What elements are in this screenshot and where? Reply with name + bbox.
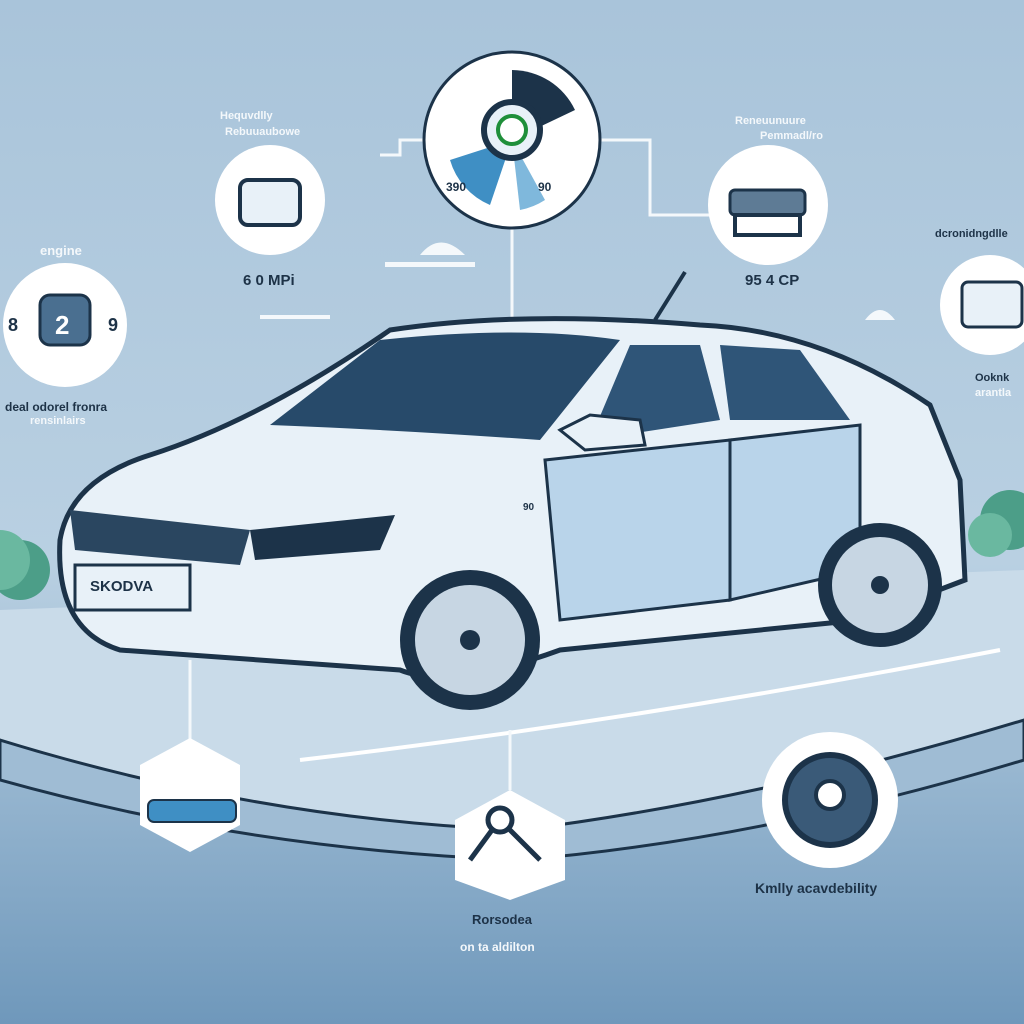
top-right-value: 95 4 CP (745, 272, 800, 289)
top-left-value: 6 0 MPi (243, 272, 295, 289)
right-feature-circle (940, 255, 1024, 355)
left-num-right: 9 (108, 315, 119, 335)
car-front-icon (238, 178, 302, 227)
steering-wheel-icon (782, 752, 878, 848)
gauge-left-value: 390 (446, 180, 467, 194)
car-lift-icon (728, 188, 807, 217)
bottom-center-caption-2: on ta aldilton (460, 940, 535, 954)
bush-left (0, 530, 50, 600)
gauge-feature (422, 50, 602, 230)
top-right-feature-circle (708, 145, 828, 265)
bottom-left-feature (140, 738, 240, 852)
top-left-title-2: Rebuuaubowe (225, 126, 301, 138)
left-num-left: 8 (8, 315, 19, 335)
front-wheel (400, 570, 540, 710)
rear-wheel (818, 523, 942, 647)
engine-icon (38, 293, 92, 347)
bush-right (968, 490, 1024, 557)
right-caption-1: Ooknk (975, 372, 1010, 384)
top-left-feature-circle (215, 145, 325, 255)
bottom-center-feature (455, 790, 565, 900)
bottom-center-caption-1: Rorsodea (472, 912, 532, 927)
key-icon (467, 805, 542, 862)
left-feature-circle (3, 263, 127, 387)
brand-logo-icon (496, 114, 528, 146)
left-caption-1: deal odorel fronra (5, 400, 108, 414)
right-title: dcronidngdlle (935, 228, 1008, 240)
gauge-right-value: 90 (538, 180, 552, 194)
left-title: engine (40, 243, 82, 258)
car-side-icon (147, 799, 237, 823)
clouds (260, 242, 895, 320)
license-plate: SKODVA (90, 578, 154, 595)
left-caption-2: rensinlairs (30, 415, 86, 427)
right-caption-2: arantla (975, 387, 1012, 399)
left-num-center: 2 (55, 310, 70, 340)
car-rear-icon (960, 280, 1024, 329)
car-badge: 90 (523, 502, 535, 513)
connector-lines (188, 138, 710, 790)
top-left-title-1: Hequvdlly (220, 110, 273, 122)
top-right-title-2: Pemmadl/ro (760, 130, 823, 142)
bottom-right-feature (762, 732, 898, 868)
car (57, 270, 968, 710)
bottom-right-caption: Kmlly acavdebility (755, 880, 878, 896)
top-right-title-1: Reneuunuure (735, 115, 806, 127)
